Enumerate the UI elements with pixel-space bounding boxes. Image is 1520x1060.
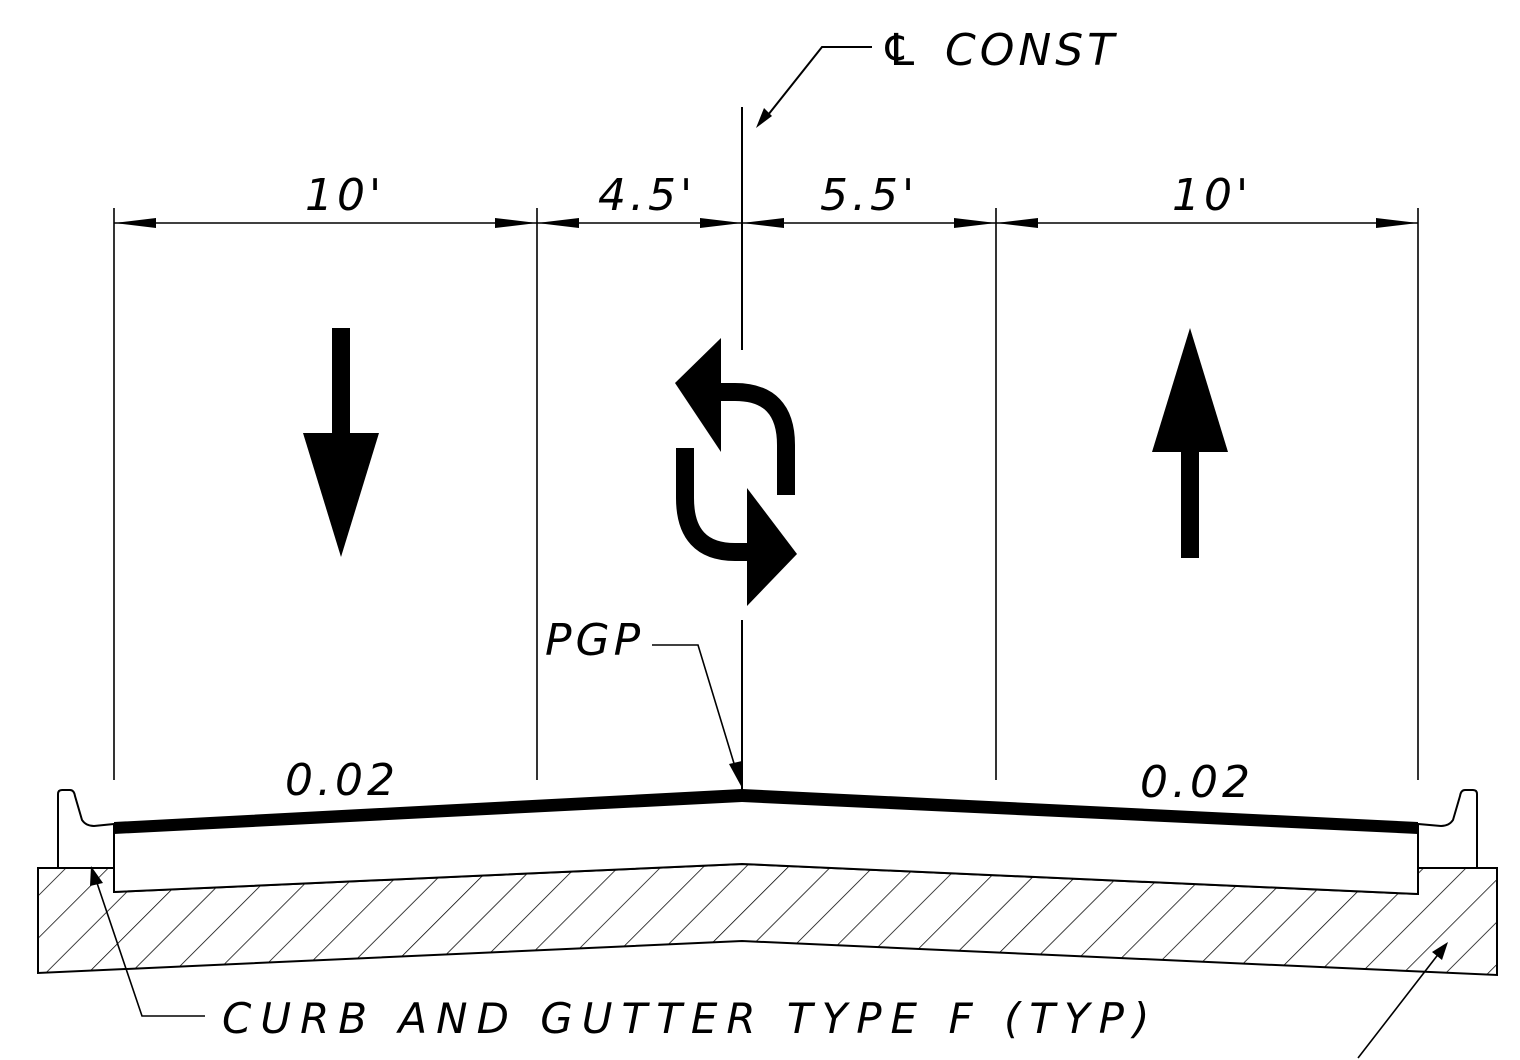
- centerline-symbol: ℄: [880, 25, 923, 76]
- down-arrow-icon: [303, 328, 379, 557]
- slope-left: 0.02: [285, 755, 399, 806]
- curb-right: [1417, 789, 1478, 869]
- pgp-leader: [652, 644, 737, 771]
- subgrade-callout: [1357, 942, 1448, 1059]
- centerline-leader-arrowhead: [756, 108, 772, 128]
- dim-right-lane: 10': [1172, 170, 1252, 221]
- dim-arrowhead: [996, 218, 1038, 228]
- dim-arrowhead: [537, 218, 579, 228]
- dim-left-turn-half: 4.5': [598, 170, 696, 221]
- subgrade-leader-arrowhead: [1432, 942, 1448, 960]
- dim-arrowhead: [700, 218, 742, 228]
- dim-arrowhead: [954, 218, 996, 228]
- slope-right: 0.02: [1140, 757, 1254, 808]
- dimension-line: 10' 4.5' 5.5' 10': [114, 170, 1418, 228]
- pgp-leader-arrowhead: [729, 761, 742, 786]
- curb-leader: [95, 879, 205, 1017]
- dim-arrowhead: [1376, 218, 1418, 228]
- curb-callout: CURB AND GUTTER TYPE F (TYP): [90, 866, 1158, 1043]
- curb-note: CURB AND GUTTER TYPE F (TYP): [222, 994, 1158, 1043]
- curb-leader-arrowhead: [90, 866, 103, 886]
- dim-left-lane: 10': [305, 170, 385, 221]
- pavement-surface: [114, 789, 1418, 834]
- dim-arrowhead: [495, 218, 537, 228]
- dim-right-turn-half: 5.5': [820, 170, 918, 221]
- centerline-label: CONST: [945, 25, 1118, 76]
- pgp-label: PGP: [545, 615, 644, 666]
- dim-arrowhead: [114, 218, 156, 228]
- curb-left: [57, 789, 115, 869]
- extension-lines: [113, 208, 1419, 780]
- pgp-callout: PGP: [545, 615, 742, 786]
- centerline-leader: [767, 46, 872, 116]
- pavement-surface-layer: [114, 789, 1418, 834]
- subgrade-leader: [1357, 951, 1441, 1059]
- two-way-left-turn-icon: [675, 338, 797, 606]
- up-arrow-icon: [1152, 328, 1228, 558]
- dim-arrowhead: [742, 218, 784, 228]
- centerline-callout: ℄ CONST: [741, 25, 1118, 790]
